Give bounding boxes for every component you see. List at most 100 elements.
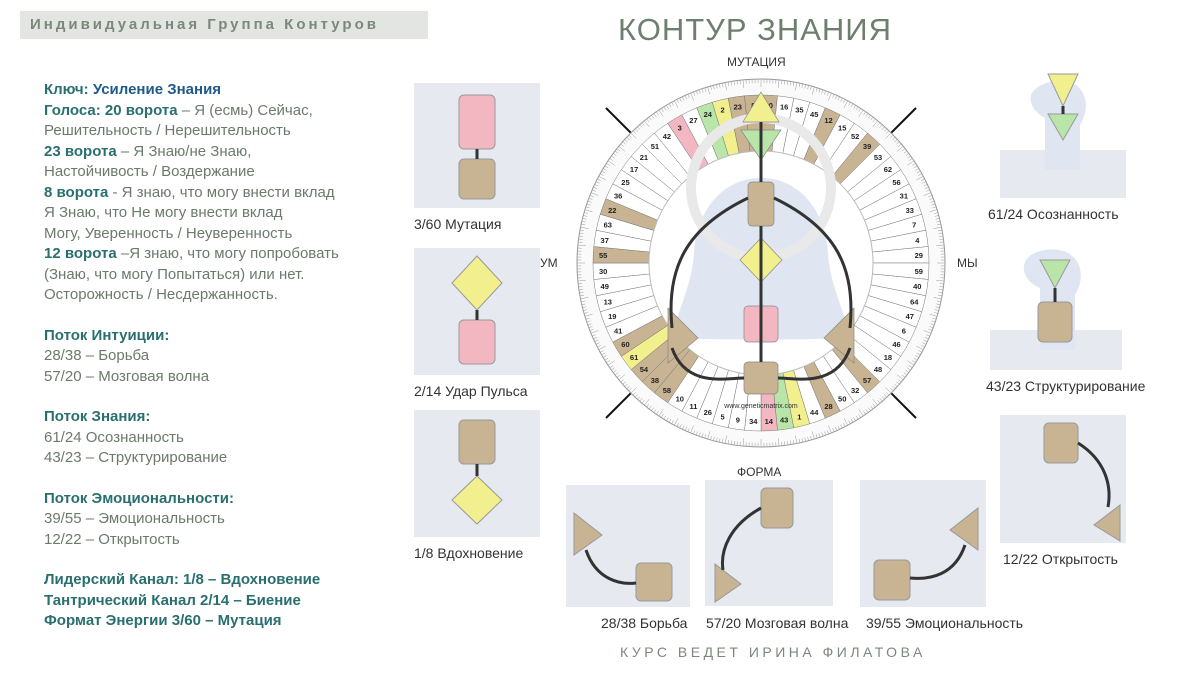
- mandala-label-right: МЫ: [957, 256, 978, 270]
- mandala-tick: [907, 160, 915, 166]
- mandala-tick: [938, 292, 943, 294]
- mandala-tick: [901, 374, 906, 378]
- mandala-tick: [865, 409, 869, 413]
- gate-12-text-2: (Знаю, что могу Попытаться) или нет.: [44, 265, 305, 283]
- mandala-tick: [865, 113, 869, 117]
- mandala-tick: [837, 425, 840, 430]
- mandala-tick: [936, 223, 941, 226]
- mandala-ticks: [577, 79, 945, 447]
- mandala-tick: [929, 209, 938, 213]
- mandala-tick: [936, 220, 941, 223]
- gate-number: 50: [838, 395, 846, 404]
- mandala-tick: [855, 415, 859, 420]
- mandala-tick: [890, 134, 894, 138]
- mandala-tick: [896, 146, 904, 152]
- mandala-tick: [698, 432, 701, 437]
- voices-text-2: Решительность / Нерешительность: [44, 122, 291, 139]
- gate-number: 45: [810, 110, 818, 119]
- mandala-tick: [585, 206, 590, 209]
- mandala-tick: [581, 220, 586, 223]
- mandala-tick: [658, 409, 664, 417]
- mandala-tick: [614, 372, 619, 376]
- mandala-tick: [661, 414, 664, 418]
- mandala-tick: [853, 105, 856, 109]
- mandala-tick: [641, 122, 645, 126]
- gate-number: 34: [749, 417, 758, 426]
- mandala-tick: [886, 130, 890, 134]
- mandala-tick: [727, 81, 730, 86]
- mandala-tick: [588, 197, 593, 200]
- mandala-tick: [936, 280, 945, 282]
- gate-number: 26: [704, 408, 712, 417]
- mandala-tick: [632, 130, 636, 134]
- mandala-tick: [885, 387, 892, 394]
- mandala-tick: [907, 155, 911, 159]
- mandala-tick: [938, 232, 943, 234]
- stream-title-intuition: Поток Интуиции:: [44, 326, 170, 344]
- mandala-tick: [939, 238, 944, 240]
- mandala-tick: [736, 80, 738, 85]
- mandala-gate-wedges: 4119134930553763223625172151423272422382…: [592, 94, 930, 432]
- mandala-tick: [620, 379, 624, 383]
- thumb-sacral: [458, 319, 496, 365]
- mandala-tick: [938, 229, 943, 232]
- mandala-tick: [821, 432, 824, 437]
- mandala-tick: [646, 118, 650, 123]
- mandala-tick: [795, 435, 798, 444]
- gate-number: 37: [601, 236, 609, 245]
- mandala-tick: [613, 370, 617, 373]
- mandala-tick: [653, 113, 657, 117]
- mandala-tick: [850, 103, 854, 108]
- mandala-tick: [584, 313, 593, 317]
- mandala-tick: [879, 398, 883, 402]
- mandala-tick: [648, 405, 652, 410]
- thumb-caption: 3/60 Мутация: [414, 216, 502, 232]
- mandala-tick: [928, 195, 933, 198]
- mandala-tick: [850, 418, 854, 423]
- mandala-tick: [595, 181, 600, 184]
- mandala-tick: [828, 92, 832, 101]
- mandala-tick: [936, 303, 941, 306]
- voices-text: – Я (есмь) Сейчас,: [177, 101, 313, 119]
- gate-number: 4: [915, 236, 920, 245]
- gate-number: 12: [824, 116, 832, 125]
- mandala-label-bottom: ФОРМА: [737, 465, 782, 479]
- mandala-tick: [609, 365, 614, 368]
- mandala-tick: [892, 385, 896, 389]
- gate-number: 59: [915, 267, 923, 276]
- gate-number: 39: [863, 142, 871, 151]
- gate-number: 22: [608, 206, 616, 215]
- key-label: Ключ:: [44, 81, 89, 98]
- gate-number: 55: [599, 251, 607, 260]
- mandala-tick: [872, 398, 878, 406]
- stream-title-knowledge: Поток Знания:: [44, 408, 151, 425]
- thumb-caption: 1/8 Вдохновение: [414, 545, 524, 561]
- mandala-tick: [701, 88, 704, 93]
- mandala-tick: [721, 83, 724, 88]
- thumb-head: [1047, 73, 1079, 108]
- mandala-tick: [870, 405, 874, 410]
- mandala-tick: [932, 317, 937, 320]
- mandala-label-top: МУТАЦИЯ: [727, 55, 786, 69]
- mandala-tick: [594, 184, 599, 187]
- mandala-tick: [693, 91, 696, 96]
- mandala-tick: [881, 126, 885, 130]
- thumb-spleen: [573, 511, 603, 556]
- mandala-tick: [585, 317, 590, 320]
- bodygraph: [667, 91, 855, 395]
- mandala-tick: [584, 212, 588, 214]
- gate-23-text-2: Настойчивость / Воздержание: [44, 163, 255, 180]
- mandala-tick: [666, 105, 669, 109]
- mandala-tick: [601, 352, 606, 356]
- gate-number: 63: [604, 221, 612, 230]
- mandala-tick: [644, 398, 650, 406]
- mandala-tick: [931, 320, 936, 323]
- thumb-caption: 43/23 Структурирование: [986, 378, 1146, 394]
- mandala-tick: [716, 84, 718, 89]
- mandala-tick: [626, 137, 630, 141]
- solar-plexus-center: [823, 307, 855, 364]
- mandala-tick: [579, 229, 584, 232]
- mandala-tick: [934, 215, 939, 217]
- mandala-tick: [618, 374, 626, 380]
- mandala-tick: [674, 418, 679, 426]
